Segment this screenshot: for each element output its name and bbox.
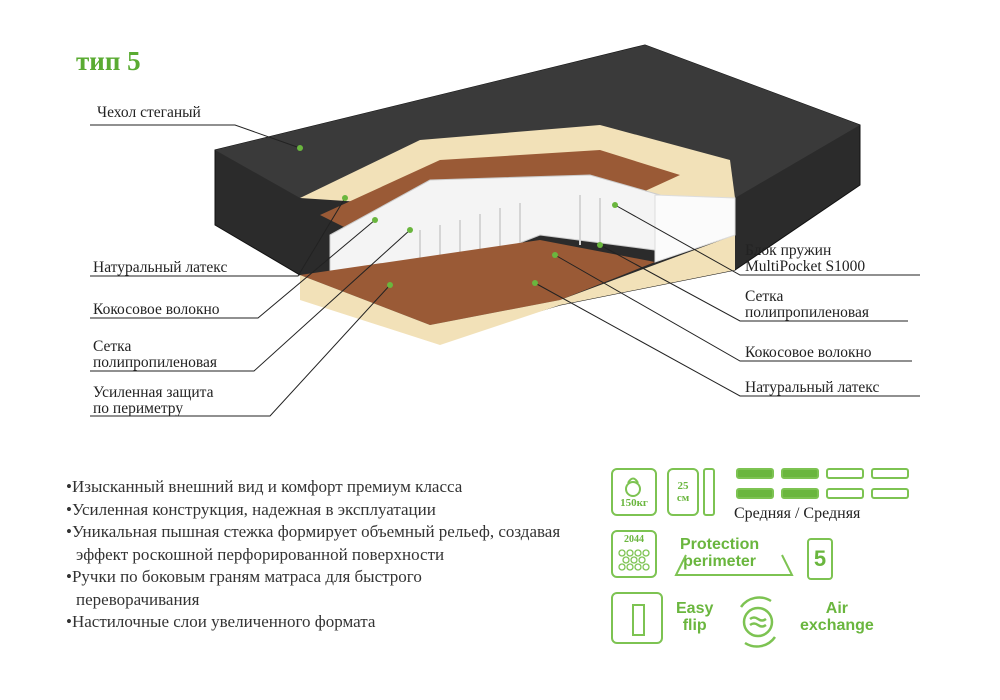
firmness-bar — [826, 468, 864, 479]
label-latex-right: Натуральный латекс — [745, 379, 880, 396]
firmness-bar — [871, 488, 909, 499]
easy-flip-icon — [611, 592, 663, 644]
label-coconut-left: Кокосовое волокно — [93, 301, 220, 318]
perimeter-outline-icon — [674, 554, 794, 576]
latex-bottom-layer — [300, 235, 735, 345]
firmness-bar — [736, 468, 774, 479]
label-latex-left: Натуральный латекс — [93, 259, 228, 276]
springs-icon — [618, 549, 650, 571]
firmness-bar — [781, 488, 819, 499]
label-coconut-right: Кокосовое волокно — [745, 344, 872, 361]
firmness-bar — [871, 468, 909, 479]
zones-badge: 5 — [807, 538, 833, 580]
air-exchange-icon — [739, 596, 777, 648]
max-load-badge: 150кг — [611, 468, 657, 516]
springs-count-badge: 2044 — [611, 530, 657, 578]
perimeter-foam — [654, 194, 736, 263]
ruler-icon — [703, 468, 715, 516]
firmness-label: Средняя / Средняя — [734, 505, 861, 522]
feature-item: •Настилочные слои увеличенного формата — [66, 612, 376, 631]
firmness-bar — [826, 488, 864, 499]
page-title: тип 5 — [76, 46, 141, 76]
firmness-bar — [781, 468, 819, 479]
label-cover: Чехол стеганый — [97, 104, 201, 121]
feature-item: •Уникальная пышная стежка формирует объе… — [66, 522, 561, 564]
kettlebell-icon — [625, 477, 641, 497]
mattress-illustration — [90, 44, 920, 417]
feature-item: •Ручки по боковым граням матраса для быс… — [66, 567, 422, 609]
feature-item: •Изысканный внешний вид и комфорт премиу… — [66, 477, 463, 496]
feature-list: •Изысканный внешний вид и комфорт премиу… — [66, 476, 566, 634]
feature-item: •Усиленная конструкция, надежная в экспл… — [66, 499, 436, 519]
firmness-bar — [736, 488, 774, 499]
